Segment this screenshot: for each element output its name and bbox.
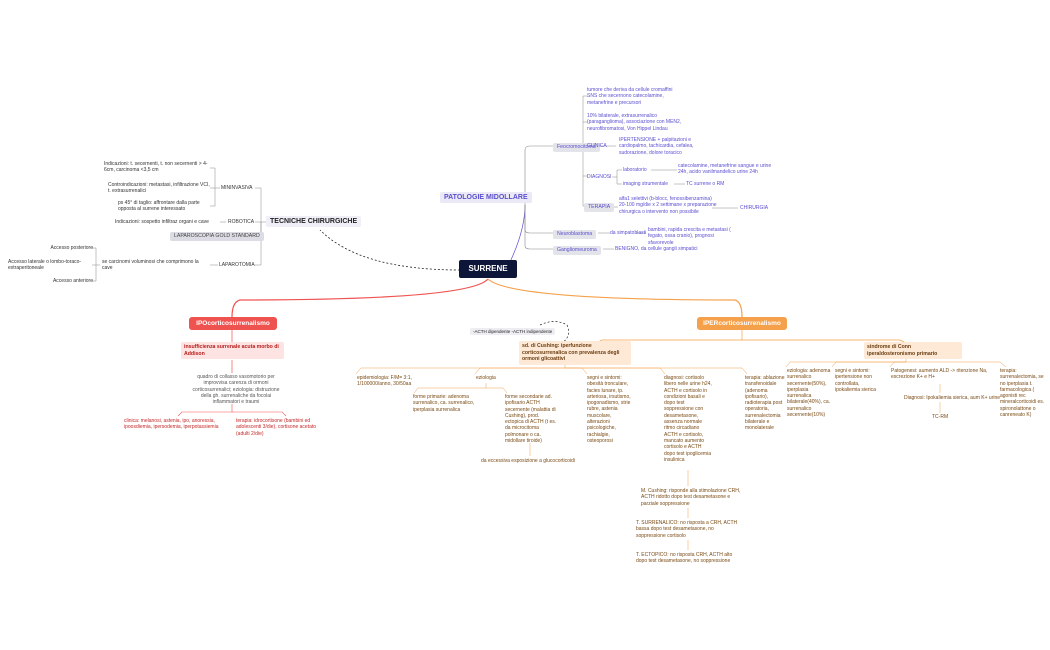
t-surrenalico: T. SURRENALICO: no risposta a CRH, ACTH … <box>636 520 738 539</box>
t-ectopico: T. ECTOPICO: no risposta CRH, ACTH alto … <box>636 552 733 565</box>
addison-node[interactable]: insufficienza surrenale acuta morbo di A… <box>181 342 284 359</box>
mininvasiva-item-3: ps 45° di taglio: affrontare dalla parte… <box>118 200 200 213</box>
cushing-node[interactable]: sd. di Cushing: iperfunzione corticosurr… <box>519 341 631 365</box>
cushing-segni: segni e sintomi: obesità tronculare, fac… <box>587 375 631 444</box>
chirurgia-node[interactable]: CHIRURGIA <box>740 205 769 211</box>
conn-segni: segni e sintomi: ipertensione non contro… <box>835 368 876 393</box>
cushing-esposizione: da eccessiva esposizione a glucocorticoi… <box>481 458 575 464</box>
cushing-eziologia[interactable]: eziologia <box>476 375 496 381</box>
robotica-node[interactable]: ROBOTICA <box>228 219 255 225</box>
conn-eziologia: eziologia: adenoma surrenalico secernent… <box>787 368 831 419</box>
conn-diagnosi: Diagnosi: Ipokaliemia sierica, aum K+ ur… <box>904 395 1001 401</box>
ipocorticosurrenalismo-node[interactable]: IPOcorticosurrenalismo <box>189 317 277 330</box>
mininvasiva-item-2: Controindicazioni: metastasi, infiltrazi… <box>108 182 210 195</box>
cushing-diagnosi: diagnosi: cortisolo libero nelle urine h… <box>664 375 712 463</box>
laboratorio-text: catecolamine, metanefrine sangue e urine… <box>678 163 772 176</box>
accesso-posteriore: Accesso posteriore <box>50 245 93 251</box>
laparoscopia-node[interactable]: LAPAROSCOPIA GOLD STANDARD <box>170 232 264 241</box>
ipo-terapia: terapia: idrocortisone (bambini ed adole… <box>236 418 317 437</box>
m-cushing: M. Cushing: risponde alla stimolazione C… <box>641 488 741 507</box>
conn-node[interactable]: sindrome di Conn iperaldosteronismo prim… <box>864 342 962 359</box>
acth-label: -ACTH dipendente -ACTH indipendente <box>470 328 556 335</box>
ipo-clinica: clinica: melanosi, astenia, ipo, anoress… <box>124 418 219 431</box>
cushing-epidemiologia: epidemiologia: F/M= 3:1, 1/100000/anno, … <box>357 375 412 388</box>
accesso-anteriore: Accesso anteriore <box>52 278 93 284</box>
robotica-item: Indicazioni: sospetto infiltraz organi e… <box>115 219 209 225</box>
neuro-text: bambini, rapida crescita e metastasi ( f… <box>648 227 731 246</box>
laparotomia-item: se carcinomi voluminosi che comprimono l… <box>102 259 199 272</box>
patologie-midollare-node[interactable]: PATOLOGIE MIDOLLARE <box>440 192 532 203</box>
mininvasiva-item-1: Indicazioni: t. secernenti, t. non secer… <box>104 161 208 174</box>
feocromocitoma-node[interactable]: Feocromocitoma <box>553 143 600 152</box>
neuro-mid: da simpatoblasti <box>610 230 647 236</box>
conn-tc-rm: TC-RM <box>932 414 949 420</box>
cushing-forme-secondarie: forme secondarie ad. ipofisario ACTH sec… <box>505 394 557 445</box>
laboratorio-node[interactable]: laboratorio <box>623 167 647 173</box>
tecniche-chirurgiche-node[interactable]: TECNICHE CHIRURGICHE <box>266 216 362 227</box>
cushing-terapia: terapia: ablazione transfenoidale (adeno… <box>745 375 785 432</box>
terapia-node[interactable]: TERAPIA <box>584 203 615 212</box>
mininvasiva-node[interactable]: MININVASIVA <box>221 185 253 191</box>
imaging-text: TC surrene o RM <box>686 181 725 187</box>
neuroblastoma-node[interactable]: Neuroblastoma <box>553 230 597 239</box>
gangliomeuroma-node[interactable]: Gangliomeuroma <box>553 246 601 255</box>
diagnosi-node[interactable]: DIAGNOSI <box>587 174 612 180</box>
clinica-node[interactable]: CLINICA <box>587 143 607 149</box>
root-node[interactable]: SURRENE <box>459 260 517 278</box>
ganglio-text: BENIGNO, da cellule gangli simpatici <box>615 246 698 252</box>
terapia-text: alfa1 selettivi (b-blocc, fenossibenzami… <box>619 196 717 215</box>
feo-item-1: tumore che deriva da cellule cromaffini … <box>587 87 673 106</box>
ipo-description: quadro di collasso vasomotorio per impro… <box>192 374 280 406</box>
accesso-laterale: Accesso laterale o lombo-toraco-extraper… <box>8 259 82 272</box>
clinica-text: IPERTENSIONE + palpitazioni e cardiopalm… <box>619 137 694 156</box>
feo-item-2: 10% bilaterale, extrasurrenalico (paraga… <box>587 113 682 132</box>
ipercorticosurrenalismo-node[interactable]: IPERcorticosurrenalismo <box>697 317 787 330</box>
imaging-node[interactable]: imaging strumentale <box>623 181 669 187</box>
conn-terapia: terapia: surrenalectomia, se no iperplas… <box>1000 368 1045 419</box>
laparotomia-node[interactable]: LAPAROTOMIA <box>219 262 255 268</box>
cushing-forme-primarie: forme primarie: adenoma surrenalico, ca.… <box>413 394 475 413</box>
conn-patogenesi: Patogenesi: aumento ALD -> ritenzione Na… <box>891 368 988 381</box>
